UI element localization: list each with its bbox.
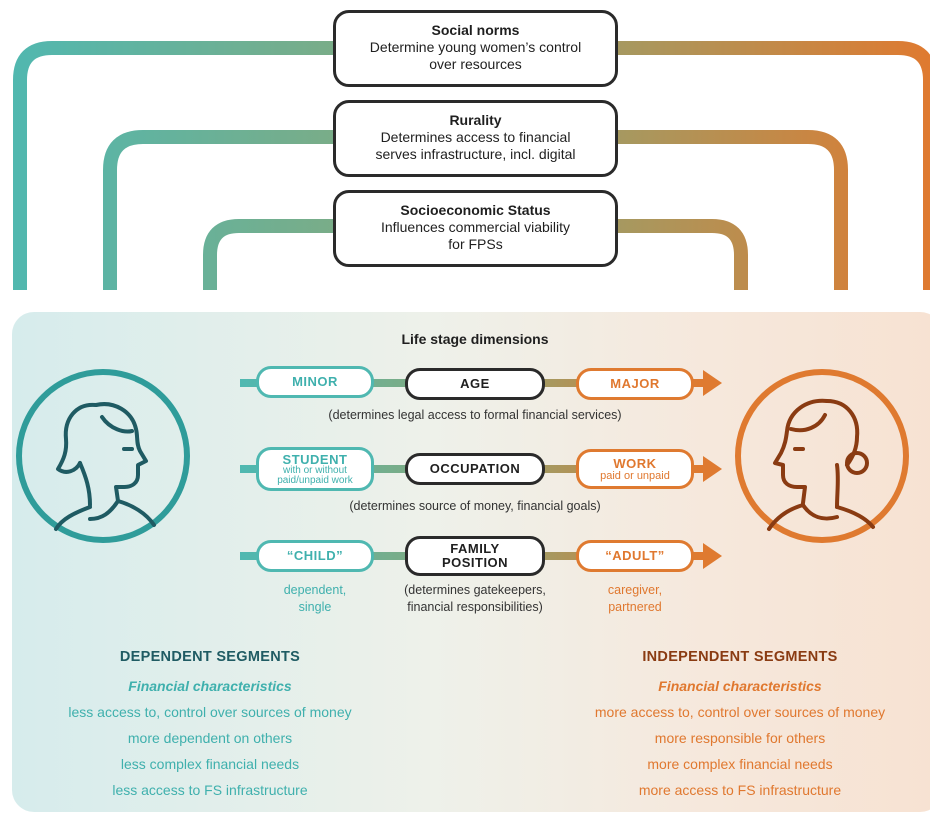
arrow-age: [703, 370, 722, 396]
major-label: MAJOR: [610, 376, 660, 391]
social-norms-desc-2: over resources: [429, 56, 522, 72]
socioeconomic-box: Socioeconomic Status Influences commerci…: [333, 190, 618, 267]
family-position-pill: FAMILY POSITION: [405, 536, 545, 576]
adult-note-1: caregiver,: [607, 583, 663, 597]
rurality-desc-2: serves infrastructure, incl. digital: [375, 146, 576, 162]
dependent-item-1: less access to, control over sources of …: [68, 704, 352, 720]
socioeconomic-title: Socioeconomic Status: [400, 202, 551, 218]
rurality-title: Rurality: [449, 112, 502, 128]
family-note-1: (determines gatekeepers,: [404, 583, 546, 597]
family-label: FAMILY: [450, 541, 500, 556]
dependent-subheading: Financial characteristics: [128, 678, 292, 694]
dependent-woman-icon: [16, 369, 190, 543]
socioeconomic-desc-1: Influences commercial viability: [380, 219, 571, 235]
age-pill: AGE: [405, 368, 545, 400]
student-sub-2: paid/unpaid work: [277, 475, 353, 486]
major-pill: MAJOR: [576, 368, 694, 400]
independent-subheading: Financial characteristics: [658, 678, 822, 694]
adult-note-2: partnered: [608, 600, 662, 614]
independent-item-3: more complex financial needs: [647, 756, 833, 772]
independent-woman-icon: [735, 369, 909, 543]
child-note-1: dependent,: [283, 583, 347, 597]
dependent-heading: DEPENDENT SEGMENTS: [119, 649, 301, 665]
adult-pill: “ADULT”: [576, 540, 694, 572]
life-stage-title: Life stage dimensions: [401, 331, 549, 347]
work-sub: paid or unpaid: [600, 470, 670, 482]
age-note: (determines legal access to formal finan…: [328, 408, 622, 422]
social-norms-box: Social norms Determine young women’s con…: [333, 10, 618, 87]
child-label: “CHILD”: [286, 548, 344, 563]
age-label: AGE: [460, 376, 490, 391]
rurality-box: Rurality Determines access to financial …: [333, 100, 618, 177]
work-pill: WORK paid or unpaid: [576, 449, 694, 489]
child-pill: “CHILD”: [256, 540, 374, 572]
family-note-2: financial responsibilities): [407, 600, 543, 614]
work-label: WORK: [613, 456, 657, 471]
social-norms-title: Social norms: [431, 22, 520, 38]
minor-pill: MINOR: [256, 366, 374, 398]
independent-heading: INDEPENDENT SEGMENTS: [642, 649, 838, 665]
independent-item-1: more access to, control over sources of …: [594, 704, 886, 720]
dependent-item-3: less complex financial needs: [120, 756, 300, 772]
arrow-occupation: [703, 456, 722, 482]
minor-label: MINOR: [292, 374, 338, 389]
position-label: POSITION: [441, 555, 509, 570]
arrow-family: [703, 543, 722, 569]
adult-note: caregiver, partnered: [576, 582, 694, 616]
dependent-item-2: more dependent on others: [127, 730, 293, 746]
child-note: dependent, single: [256, 582, 374, 616]
occupation-label: OCCUPATION: [429, 461, 521, 476]
socioeconomic-desc-2: for FPSs: [448, 236, 503, 252]
family-note: (determines gatekeepers, financial respo…: [380, 582, 570, 616]
student-pill: STUDENT with or without paid/unpaid work: [256, 447, 374, 491]
occupation-pill: OCCUPATION: [405, 453, 545, 485]
child-note-2: single: [298, 600, 332, 614]
independent-item-4: more access to FS infrastructure: [638, 782, 842, 798]
student-label: STUDENT: [282, 452, 348, 467]
occupation-note: (determines source of money, financial g…: [349, 499, 601, 513]
social-norms-desc-1: Determine young women’s control: [369, 39, 582, 55]
student-sub-1: with or without: [283, 465, 347, 476]
adult-label: “ADULT”: [605, 548, 665, 563]
dependent-item-4: less access to FS infrastructure: [112, 782, 308, 798]
rurality-desc-1: Determines access to financial: [380, 129, 571, 145]
independent-item-2: more responsible for others: [654, 730, 826, 746]
